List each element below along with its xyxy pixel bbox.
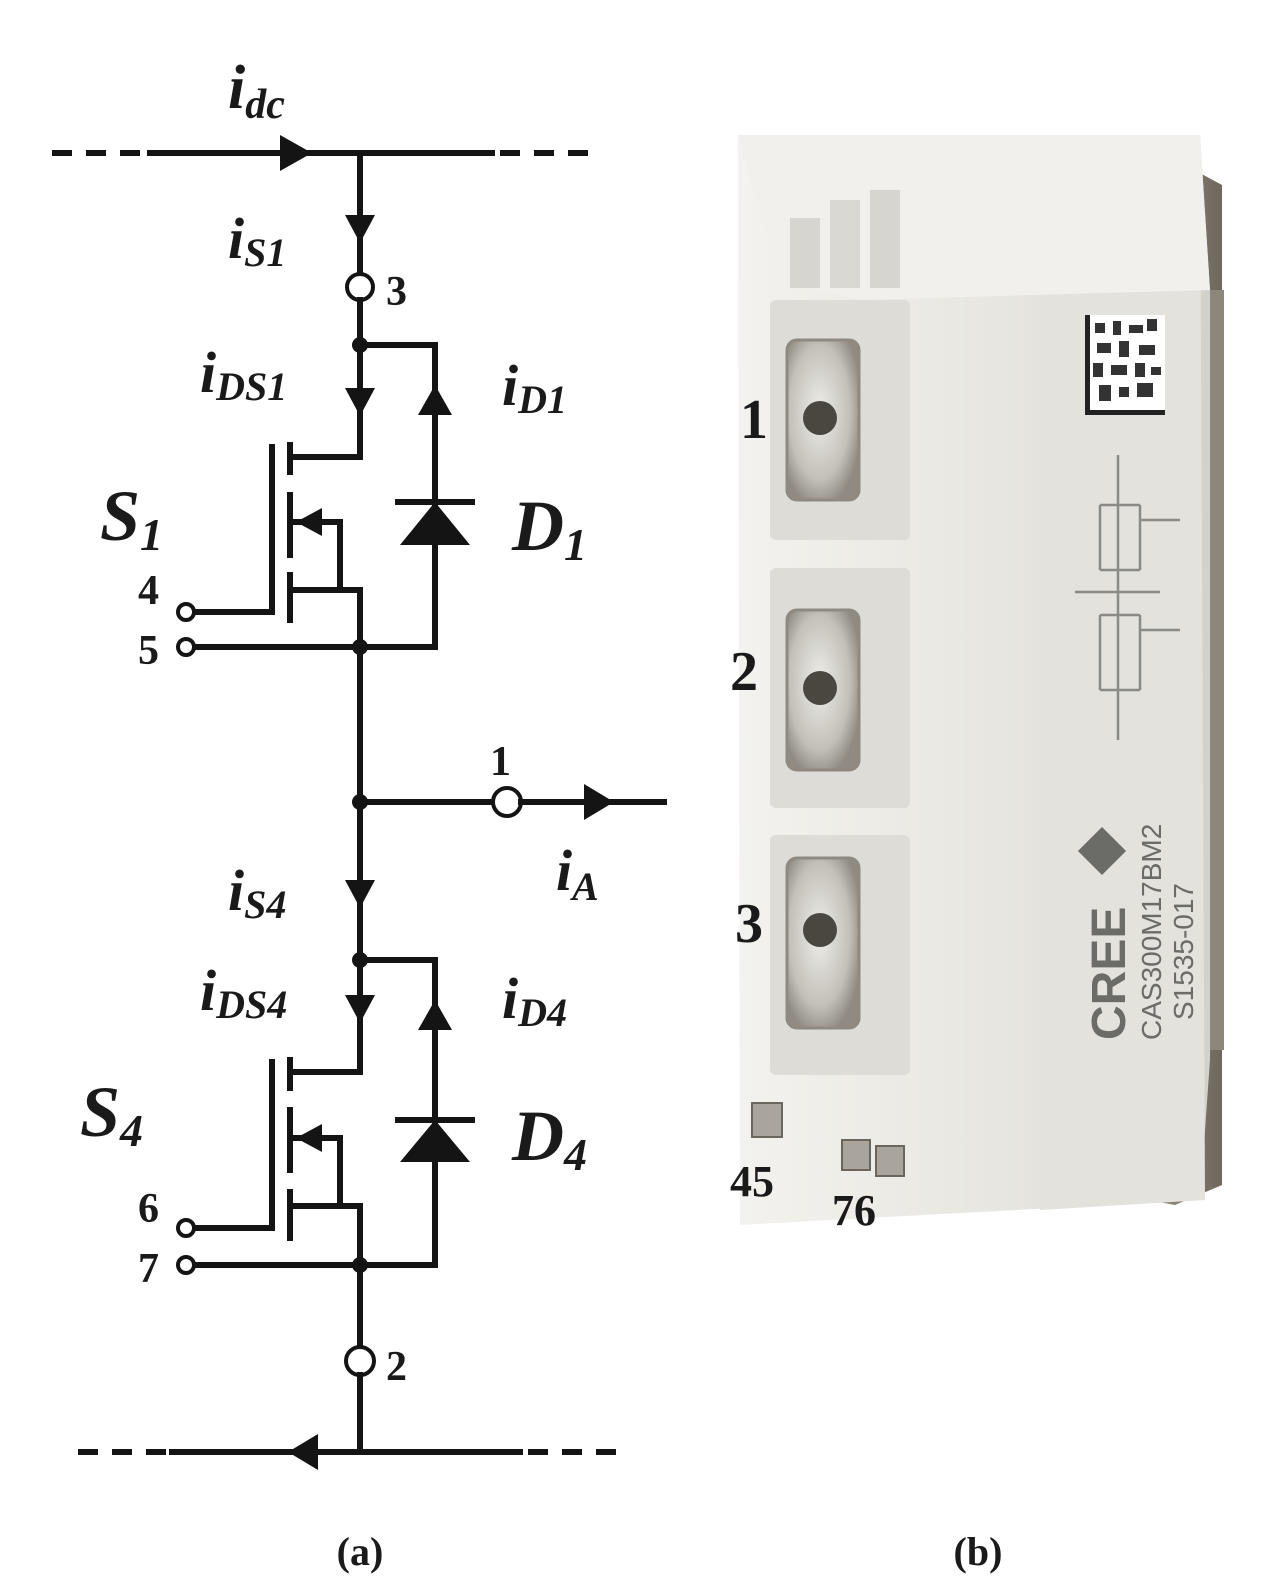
module-photo: CREE CAS300M17BM2 S1535-017 1 2 3 45 76 …	[730, 135, 1224, 1574]
contact-1-screw-hole	[803, 401, 837, 435]
label-d4: D4	[511, 1096, 587, 1180]
i-d1-arrow	[418, 385, 452, 415]
i-a-arrow	[584, 784, 614, 820]
terminal-4	[176, 602, 196, 622]
i-ds1-arrow	[345, 388, 375, 416]
label-terminal-4: 4	[138, 568, 159, 614]
terminal-1	[491, 786, 523, 818]
label-terminal-5: 5	[138, 628, 159, 674]
label-i-ds4: iDS4	[200, 958, 287, 1027]
mosfet-s4	[190, 1057, 438, 1268]
i-dc-arrow	[280, 135, 312, 171]
label-i-s4: iS4	[228, 858, 286, 927]
terminal-6	[176, 1218, 196, 1238]
contact-2-screw-hole	[803, 671, 837, 705]
photo-label-45: 45	[730, 1157, 774, 1206]
label-i-a: iA	[556, 838, 599, 909]
label-s4: S4	[80, 1072, 143, 1156]
gate-pin-6	[875, 1145, 905, 1177]
bottom-bus-arrow	[288, 1434, 318, 1470]
label-i-s1: iS1	[228, 206, 286, 275]
housing-side-face	[1040, 150, 1205, 1210]
label-i-d4: iD4	[502, 966, 567, 1035]
terminal-7	[176, 1255, 196, 1275]
diode-d1-symbol	[400, 502, 470, 545]
vent-1	[790, 218, 820, 288]
photo-label-1: 1	[740, 389, 768, 451]
photo-label-76: 76	[832, 1186, 876, 1235]
vent-3	[870, 190, 900, 288]
terminal-5	[176, 637, 196, 657]
label-terminal-7: 7	[138, 1246, 159, 1292]
caption-b: (b)	[954, 1529, 1003, 1574]
i-d4-arrow	[418, 1000, 452, 1030]
printed-schematic	[1075, 455, 1180, 740]
brand-logo-text: CREE	[1083, 907, 1136, 1040]
i-ds4-arrow	[345, 995, 375, 1023]
label-i-d1: iD1	[502, 353, 567, 422]
label-terminal-6: 6	[138, 1186, 159, 1232]
vent-2	[830, 200, 860, 288]
label-terminal-2: 2	[386, 1344, 407, 1390]
label-s1: S1	[100, 476, 163, 560]
gate-pin-4-5	[751, 1102, 783, 1138]
gate-pin-7	[841, 1139, 871, 1171]
lot-code: S1535-017	[1168, 883, 1199, 1020]
contact-3-screw-hole	[803, 913, 837, 947]
caption-a: (a)	[337, 1529, 384, 1574]
label-terminal-1: 1	[490, 739, 511, 785]
part-number: CAS300M17BM2	[1136, 824, 1167, 1040]
i-s1-arrow	[345, 215, 375, 243]
terminal-3	[345, 272, 375, 302]
terminal-2	[344, 1345, 376, 1377]
photo-label-3: 3	[735, 893, 763, 955]
mosfet-s1	[190, 442, 438, 650]
diode-d4-symbol	[400, 1120, 470, 1162]
circuit-diagram: idc iS1 iDS1 iD1 iA iS4 iDS4 iD4 S1 D1 S…	[52, 54, 667, 1574]
label-i-ds1: iDS1	[200, 340, 287, 409]
datamatrix-code	[1085, 315, 1165, 415]
i-s4-arrow	[345, 880, 375, 908]
label-i-dc: idc	[228, 54, 285, 128]
label-d1: D1	[511, 486, 587, 570]
photo-label-2: 2	[730, 641, 758, 703]
label-terminal-3: 3	[386, 269, 407, 315]
